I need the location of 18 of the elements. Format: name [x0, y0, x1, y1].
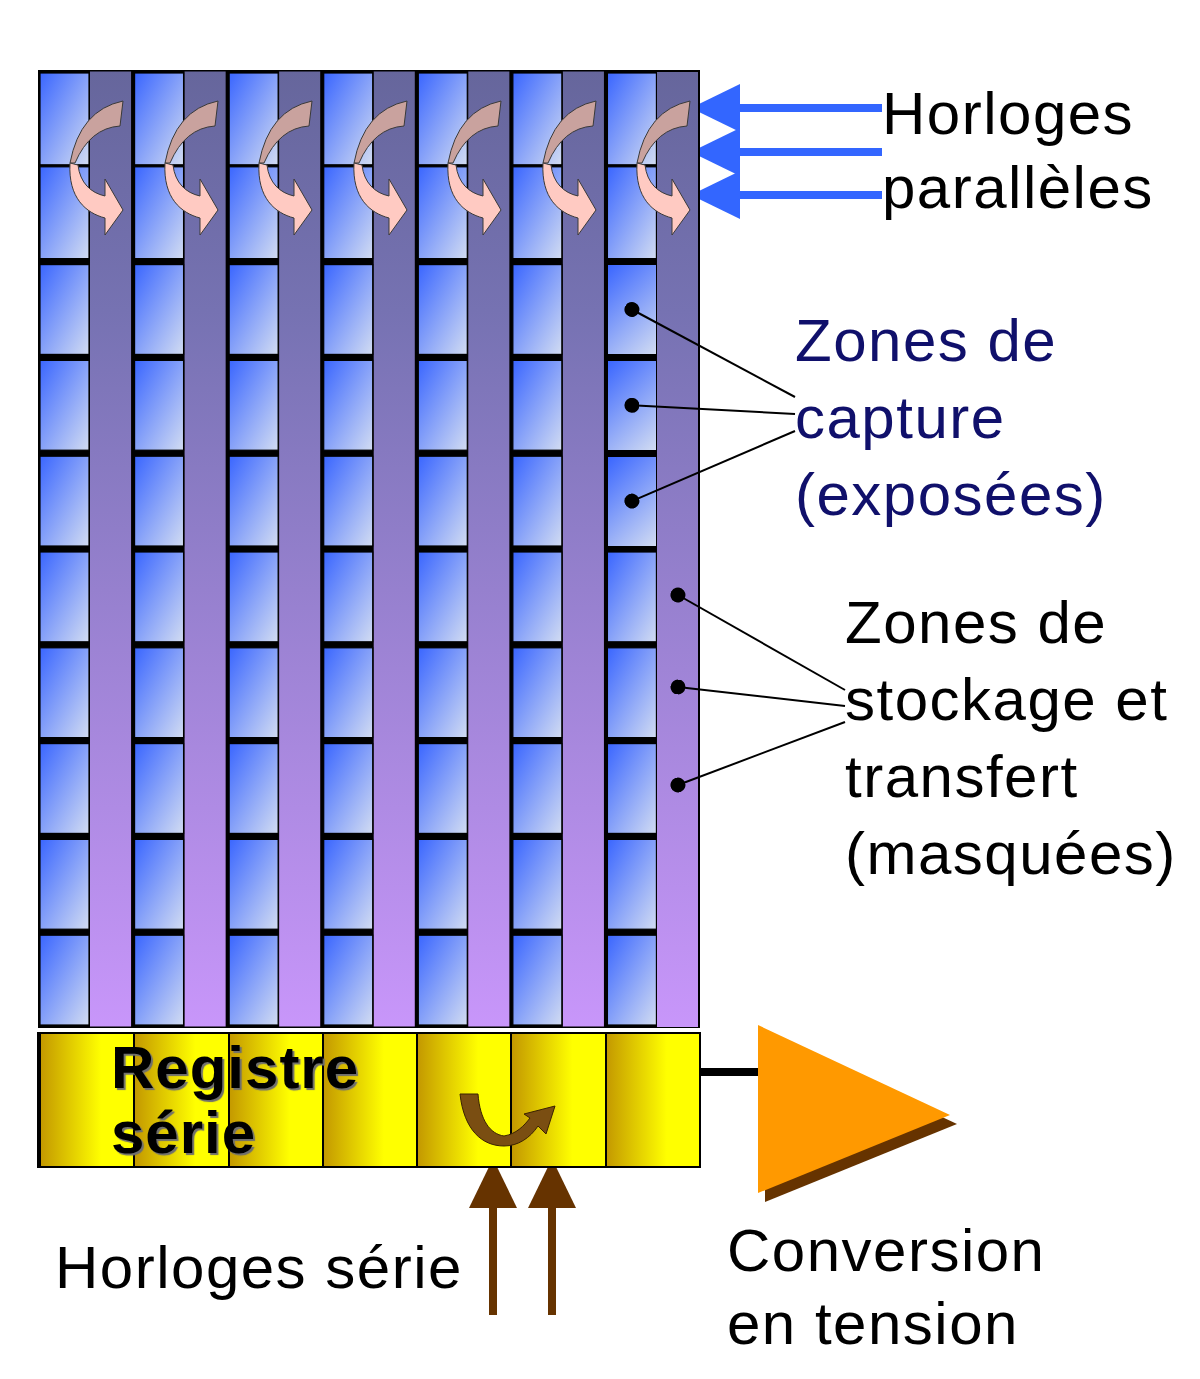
- callout-label: Zones de capture (exposées): [795, 302, 1130, 533]
- pixel-cell: [606, 359, 657, 451]
- storage-column: [657, 71, 699, 1027]
- clock-label: Horloges série: [55, 1233, 464, 1303]
- leader-line: [670, 721, 846, 793]
- leader-line: [624, 397, 796, 415]
- pixel-cell: [606, 455, 657, 547]
- leader-line: [670, 679, 846, 707]
- sensor-grid: [38, 70, 700, 1028]
- leader-line: [624, 302, 796, 398]
- amplifier-triangle: [758, 1025, 958, 1203]
- connector-line: [701, 1068, 758, 1076]
- pixel-cell: [606, 264, 657, 355]
- clock-label: Horloges parallèles: [882, 77, 1182, 225]
- leader-line: [670, 587, 846, 691]
- callout-label: Zones de stockage et transfert (masquées): [845, 584, 1197, 892]
- leader-line: [624, 430, 796, 509]
- node-caption: Conversion en tension: [727, 1216, 1047, 1359]
